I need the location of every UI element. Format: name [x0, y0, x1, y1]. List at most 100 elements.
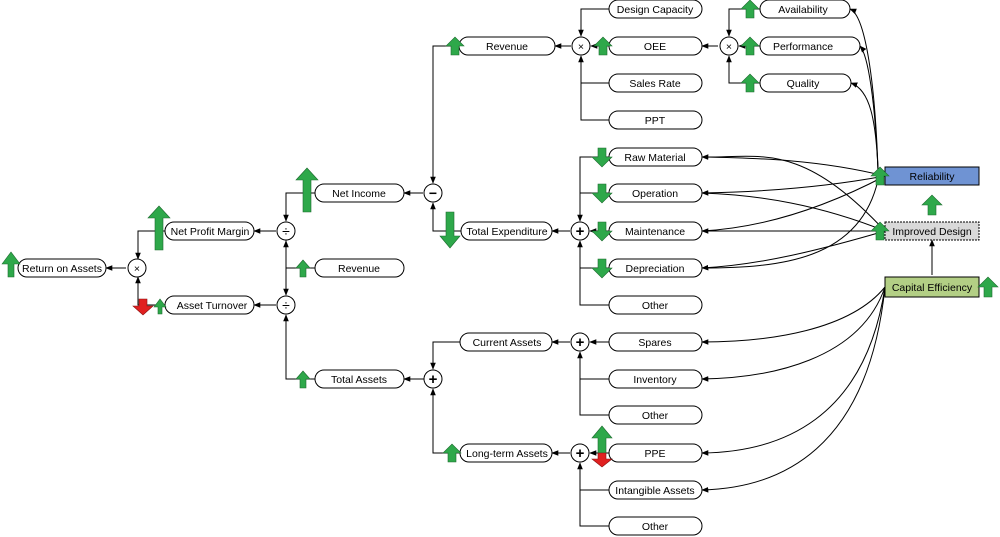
node-performance: Performance	[759, 36, 861, 56]
svg-text:Performance: Performance	[773, 41, 833, 53]
up-arrow-icon	[740, 73, 760, 93]
node-design-capacity: Design Capacity	[608, 0, 703, 19]
up-arrow-icon	[442, 443, 462, 463]
node-depreciation: Depreciation	[608, 258, 703, 278]
svg-text:Return on Assets: Return on Assets	[22, 263, 102, 275]
up-arrow-icon	[740, 36, 760, 56]
svg-text:Spares: Spares	[638, 337, 671, 349]
node-maintenance: Maintenance	[608, 221, 703, 241]
trend-arrows	[1, 0, 999, 468]
drivers: Reliability Improved Design Capital Effi…	[884, 166, 980, 298]
up-arrow-icon	[1, 251, 21, 278]
operators: × ÷ ÷ − + × × +	[127, 36, 739, 463]
svg-text:+: +	[576, 223, 585, 240]
svg-text:Net Profit Margin: Net Profit Margin	[171, 226, 250, 238]
svg-text:×: ×	[726, 41, 732, 53]
node-net-profit-margin: Net Profit Margin	[164, 221, 255, 241]
svg-text:Revenue: Revenue	[338, 263, 380, 275]
node-spares: Spares	[608, 332, 703, 352]
svg-text:Intangible Assets: Intangible Assets	[615, 485, 694, 497]
operator-revenue-multiply: ×	[571, 36, 591, 56]
down-arrow-icon	[439, 211, 461, 249]
node-revenue-top: Revenue	[458, 36, 556, 56]
down-arrow-icon	[591, 183, 613, 204]
svg-text:÷: ÷	[282, 223, 290, 239]
node-revenue-mid: Revenue	[314, 258, 405, 278]
node-other-current: Other	[608, 405, 703, 425]
operator-at-divide: ÷	[276, 295, 296, 315]
svg-text:×: ×	[134, 263, 140, 275]
operator-te-plus: +	[570, 221, 590, 241]
up-arrow-icon	[591, 425, 613, 454]
svg-text:Depreciation: Depreciation	[626, 263, 685, 275]
up-arrow-icon	[740, 0, 760, 19]
up-arrow-icon	[977, 276, 999, 298]
node-sales-rate: Sales Rate	[608, 73, 703, 93]
svg-text:Revenue: Revenue	[486, 41, 528, 53]
node-return-on-assets: Return on Assets	[17, 258, 107, 278]
svg-text:Total Assets: Total Assets	[331, 374, 387, 386]
red-down-arrow-icon	[132, 298, 154, 316]
up-arrow-icon	[870, 221, 890, 241]
down-arrow-icon	[591, 221, 613, 242]
up-arrow-icon	[921, 194, 943, 216]
up-arrow-icon	[295, 370, 311, 389]
svg-text:+: +	[576, 445, 585, 462]
svg-text:Design Capacity: Design Capacity	[617, 4, 694, 16]
svg-text:×: ×	[578, 41, 584, 53]
driver-improved-design: Improved Design	[884, 221, 980, 241]
svg-text:−: −	[429, 185, 437, 201]
node-quality: Quality	[759, 73, 852, 93]
svg-text:Net Income: Net Income	[332, 188, 386, 200]
node-oee: OEE	[608, 36, 703, 56]
driver-reliability: Reliability	[884, 166, 980, 186]
node-current-assets: Current Assets	[459, 332, 553, 352]
svg-text:PPE: PPE	[644, 448, 665, 460]
svg-text:+: +	[429, 371, 438, 388]
operator-oee-multiply: ×	[719, 36, 739, 56]
red-down-arrow-icon	[591, 452, 613, 468]
svg-text:Reliability: Reliability	[910, 171, 956, 183]
node-net-income: Net Income	[314, 183, 405, 203]
node-total-assets: Total Assets	[314, 369, 405, 389]
svg-text:Maintenance: Maintenance	[625, 226, 685, 238]
up-arrow-icon	[153, 298, 167, 315]
svg-text:Long-term Assets: Long-term Assets	[466, 448, 548, 460]
node-intangible-assets: Intangible Assets	[608, 480, 703, 500]
node-operation: Operation	[608, 183, 703, 203]
svg-text:Availability: Availability	[778, 4, 828, 16]
up-arrow-icon	[147, 205, 171, 251]
operator-lta-plus: +	[570, 443, 590, 463]
node-other-longterm: Other	[608, 516, 703, 536]
down-arrow-icon	[591, 147, 613, 168]
svg-text:Other: Other	[642, 300, 669, 312]
node-ppe: PPE	[608, 443, 703, 463]
svg-text:Inventory: Inventory	[633, 374, 677, 386]
influence-curves	[701, 8, 886, 493]
svg-text:Current Assets: Current Assets	[473, 337, 542, 349]
svg-text:Improved Design: Improved Design	[892, 226, 972, 238]
up-arrow-icon	[445, 36, 465, 56]
operator-ca-plus: +	[570, 332, 590, 352]
svg-text:Asset Turnover: Asset Turnover	[177, 300, 248, 312]
node-availability: Availability	[759, 0, 851, 19]
up-arrow-icon	[295, 167, 319, 213]
operator-roa-multiply: ×	[127, 258, 147, 278]
up-arrow-icon	[870, 166, 890, 186]
svg-text:Other: Other	[642, 521, 669, 533]
svg-text:Total Expenditure: Total Expenditure	[466, 226, 547, 238]
svg-text:Quality: Quality	[787, 78, 820, 90]
svg-text:Capital Efficiency: Capital Efficiency	[892, 282, 973, 294]
svg-text:Operation: Operation	[632, 188, 678, 200]
operator-npm-divide: ÷	[276, 221, 296, 241]
node-total-expenditure: Total Expenditure	[460, 221, 553, 241]
node-long-term-assets: Long-term Assets	[459, 443, 553, 463]
up-arrow-icon	[593, 36, 613, 56]
operator-ni-minus: −	[423, 183, 443, 203]
driver-capital-efficiency: Capital Efficiency	[884, 276, 980, 298]
svg-text:Raw Material: Raw Material	[624, 152, 685, 164]
node-asset-turnover: Asset Turnover	[164, 295, 255, 315]
svg-text:÷: ÷	[282, 297, 290, 313]
svg-text:+: +	[576, 334, 585, 351]
